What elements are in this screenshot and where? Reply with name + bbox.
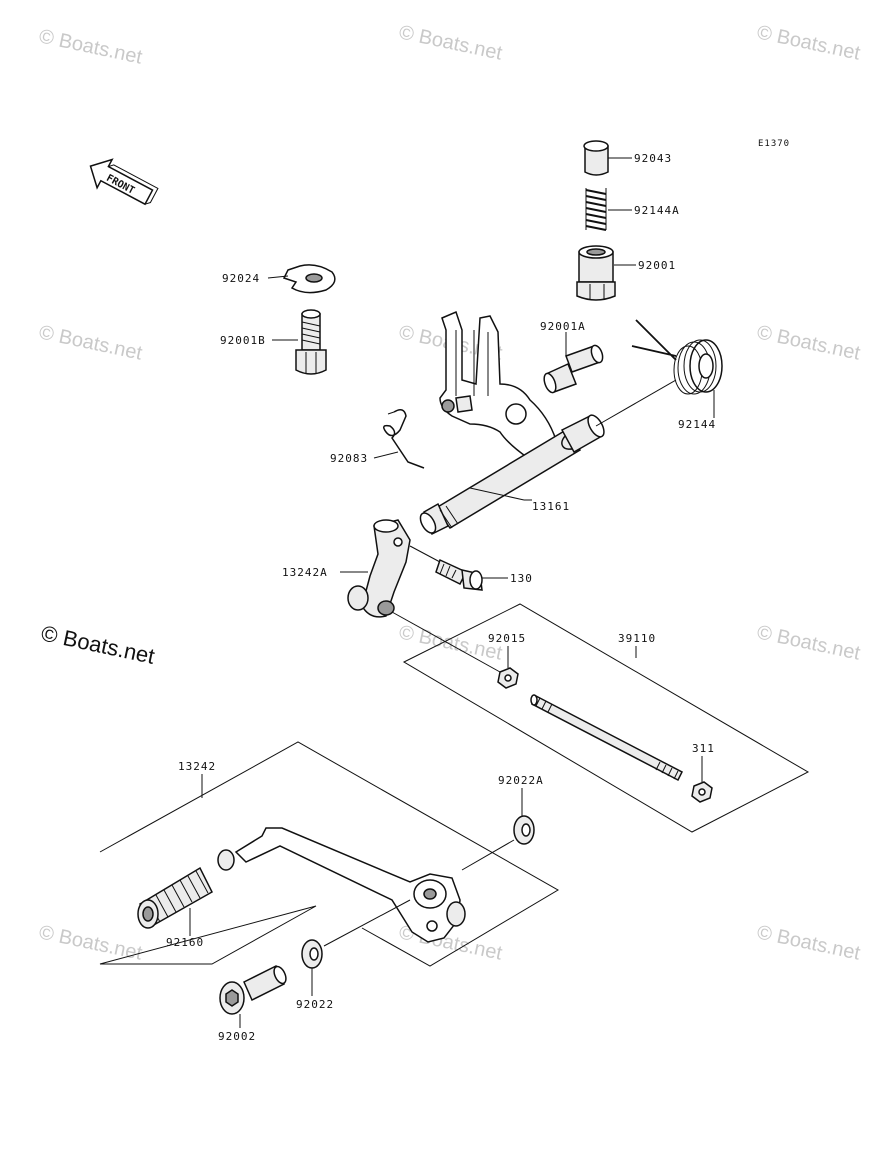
front-arrow-icon: FRONT [89,158,159,206]
washer-92024 [282,264,336,294]
label-13242: 13242 [178,760,216,773]
watermark: © Boats.net [755,621,863,664]
watermark: © Boats.net [755,21,863,64]
label-92022: 92022 [296,998,334,1011]
watermark-main: © Boats.net [39,620,157,668]
washer-92022 [301,939,323,969]
washer-92022A [513,815,535,845]
label-92001: 92001 [638,259,676,272]
plug-bolt-92001 [576,245,616,301]
watermark: © Boats.net [397,21,505,64]
panel-39110 [402,603,810,833]
label-92001A: 92001A [540,320,586,333]
nut-92015 [497,667,519,689]
cap-92043 [583,140,609,176]
label-39110: 39110 [618,632,656,645]
bolt-92001B [295,309,327,375]
pivot-bolt-92002 [219,964,287,1015]
return-spring-92144 [631,319,723,395]
label-130: 130 [510,572,533,585]
watermark: © Boats.net [755,921,863,964]
tie-rod [530,694,684,782]
spring-92083 [383,409,425,469]
label-92144: 92144 [678,418,716,431]
footpeg-rubber-92160 [137,866,213,929]
label-13242A: 13242A [282,566,328,579]
shift-pedal-13242 [217,827,466,943]
bolt-92001A [543,344,604,394]
panel-13242 [99,741,559,967]
diagram-code: E1370 [758,139,790,149]
watermark: © Boats.net [755,321,863,364]
label-92022A: 92022A [498,774,544,787]
nut-311 [691,781,713,803]
label-92043: 92043 [634,152,672,165]
bolt-130 [435,558,483,591]
label-92144A: 92144A [634,204,680,217]
label-13161: 13161 [532,500,570,513]
label-92001B: 92001B [220,334,266,347]
label-92024: 92024 [222,272,260,285]
watermark: © Boats.net [37,921,145,964]
label-311: 311 [692,742,715,755]
label-92160: 92160 [166,936,204,949]
label-92015: 92015 [488,632,526,645]
label-92002: 92002 [218,1030,256,1043]
watermarks: © Boats.net © Boats.net © Boats.net © Bo… [37,21,863,964]
shift-arm-13242A [347,519,411,618]
watermark: © Boats.net [37,25,145,68]
watermark: © Boats.net [37,321,145,364]
shift-shaft-13161 [419,414,605,536]
spring-92144A [585,188,607,231]
label-92083: 92083 [330,452,368,465]
